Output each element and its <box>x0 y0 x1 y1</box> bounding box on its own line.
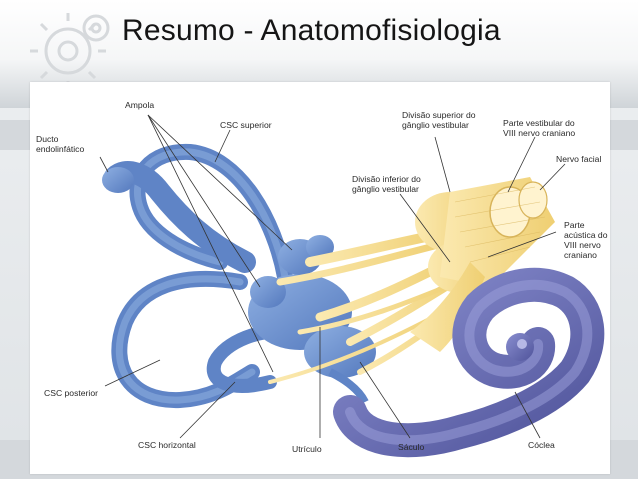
inner-ear-diagram: Ampola CSC superior Ducto endolinfático … <box>30 82 610 474</box>
coclea-spiral <box>333 267 605 458</box>
label-csc-posterior: CSC posterior <box>44 388 98 398</box>
page-title: Resumo - Anatomofisiologia <box>122 14 501 47</box>
label-parte-acustica-3: VIII nervo <box>564 240 601 250</box>
label-divisao-superior-2: gânglio vestibular <box>402 120 469 130</box>
label-ducto: Ducto <box>36 134 59 144</box>
label-parte-vestibular-1: Parte vestibular do <box>503 118 575 128</box>
label-coclea: Cóclea <box>528 440 555 450</box>
label-csc-horizontal: CSC horizontal <box>138 440 196 450</box>
label-divisao-inferior-1: Divisão inferior do <box>352 174 421 184</box>
gear-icon <box>30 13 110 89</box>
label-parte-acustica-4: craniano <box>564 250 597 260</box>
label-csc-superior: CSC superior <box>220 120 272 130</box>
label-divisao-superior-1: Divisão superior do <box>402 110 476 120</box>
label-saculo: Sáculo <box>398 442 425 452</box>
inner-ear-illustration <box>99 114 605 458</box>
label-nervo-facial: Nervo facial <box>556 154 602 164</box>
label-endolinfatico: endolinfático <box>36 144 85 154</box>
label-parte-vestibular-2: VIII nervo craniano <box>503 128 576 138</box>
label-ampola: Ampola <box>125 100 155 110</box>
label-parte-acustica-2: acústica do <box>564 230 608 240</box>
label-divisao-inferior-2: gânglio vestibular <box>352 184 419 194</box>
leader-lines <box>99 114 566 439</box>
label-utriculo: Utrículo <box>292 444 322 454</box>
label-parte-acustica-1: Parte <box>564 220 585 230</box>
acoustic-nerve-branch <box>410 262 485 352</box>
